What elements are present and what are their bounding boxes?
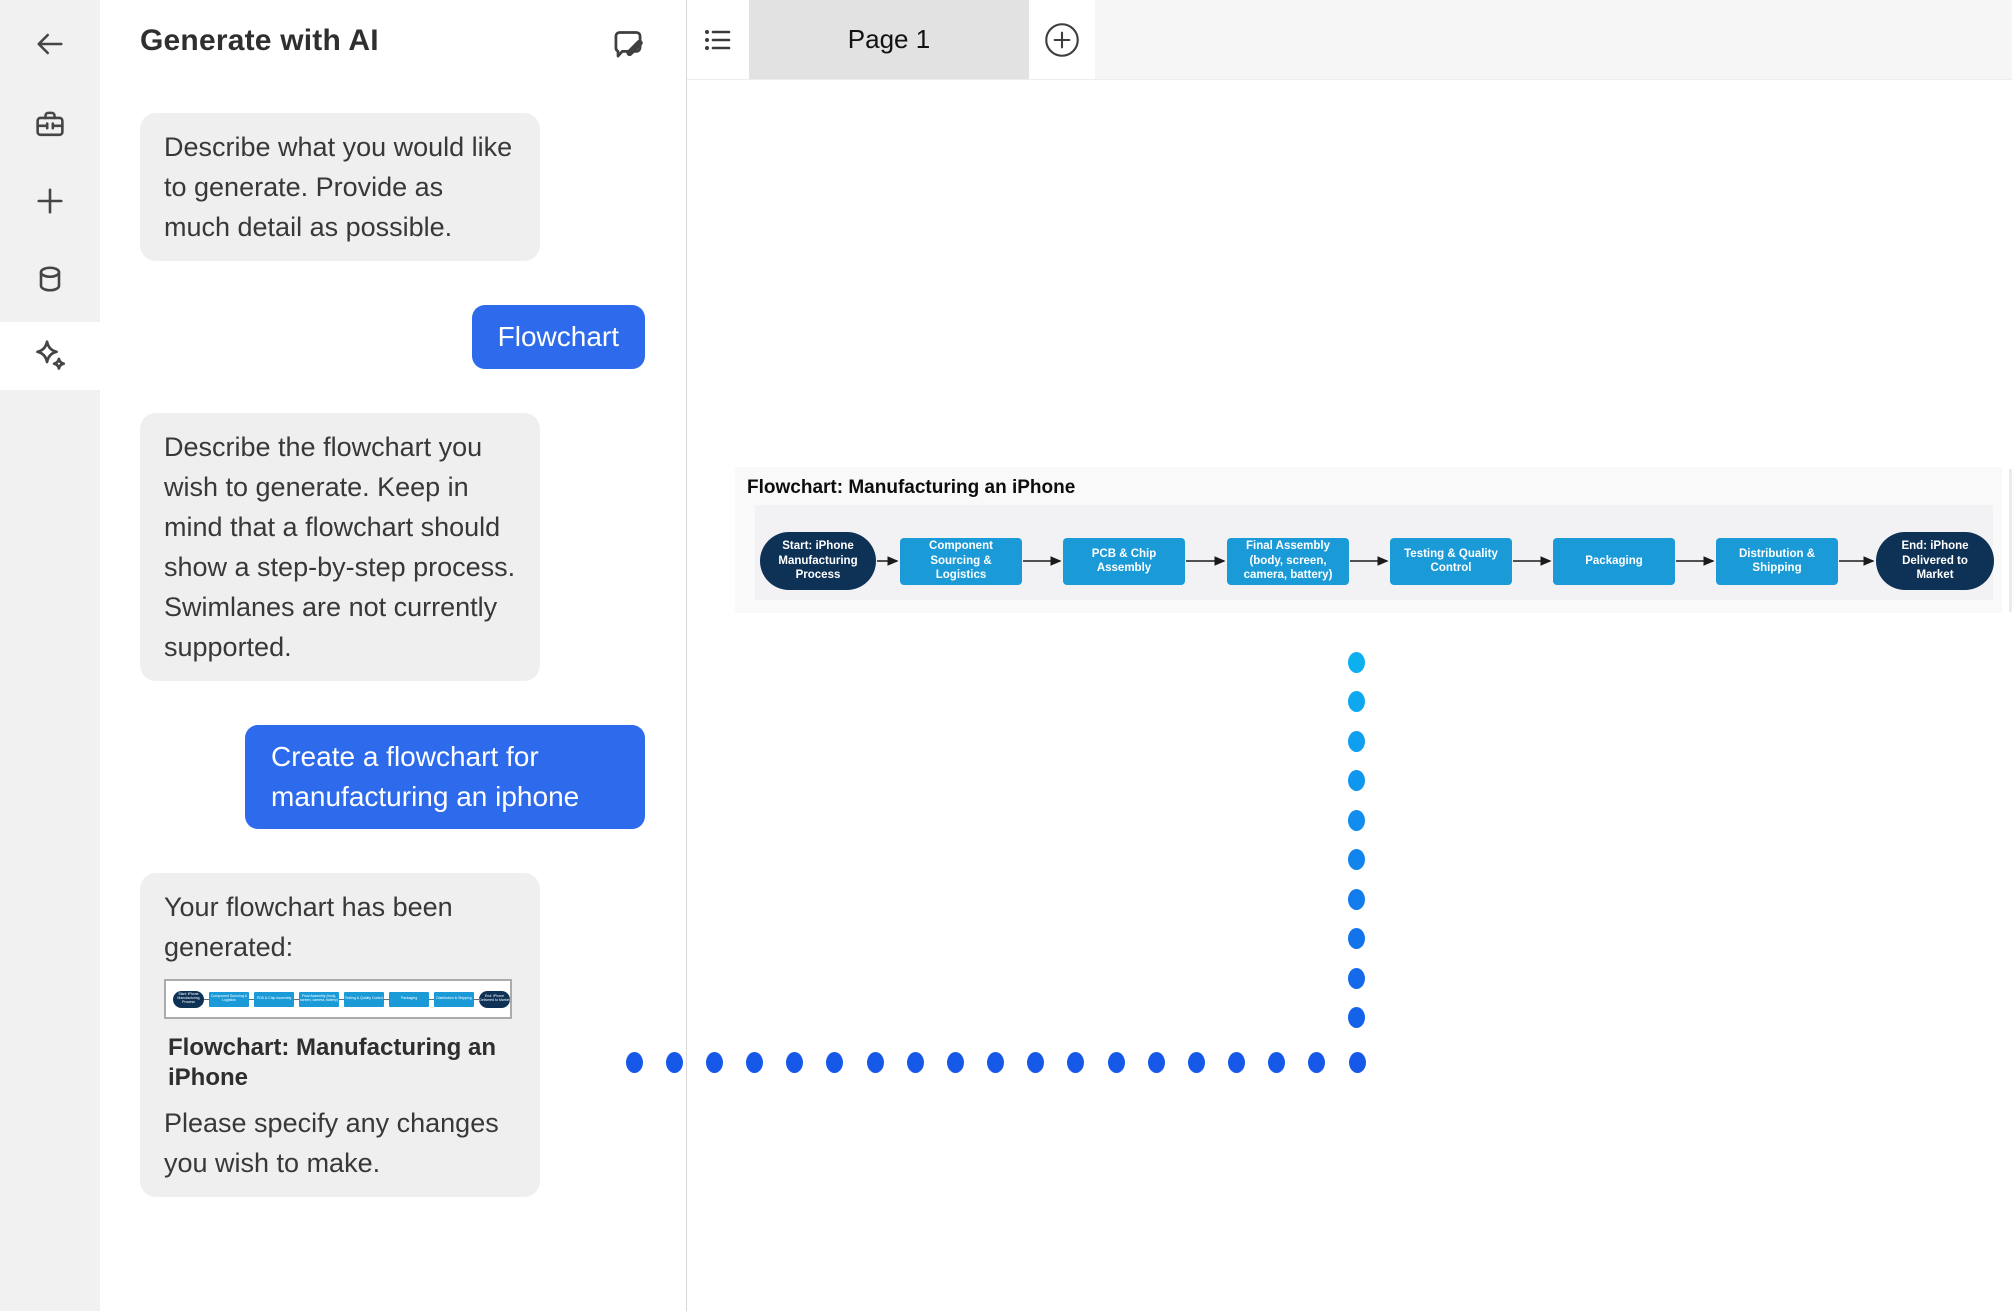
flowchart-node[interactable]: Final Assembly (body, screen, camera, ba… [1227,537,1349,585]
loading-dot [1268,1051,1286,1073]
mini-flowchart-node: End: iPhone Delivered to Market [479,990,510,1008]
mini-connector [339,998,344,1000]
mini-connector [384,998,389,1000]
assistant-message: Describe the flowchart you wish to gener… [140,413,540,681]
page-list-button[interactable] [687,0,749,79]
flowchart-node[interactable]: Testing & Quality Control [1390,537,1512,585]
mini-flowchart-node: PCB & Chip Assembly [254,991,294,1007]
panel-title: Generate with AI [140,24,379,57]
loading-dot [1347,651,1365,673]
flowchart-node[interactable]: Component Sourcing & Logistics [900,537,1022,585]
loading-dot [1067,1051,1085,1073]
flowchart-node[interactable]: End: iPhone Delivered to Market [1876,532,1994,590]
loading-dot [1347,770,1365,791]
tab-page-1[interactable]: Page 1 [749,0,1029,79]
database-icon [39,266,61,292]
loading-dot [1347,888,1365,910]
loading-dot [1228,1051,1246,1073]
mini-flowchart-node: Distribution & Shipping [434,991,474,1007]
loading-dot [746,1051,763,1073]
flowchart-node[interactable]: PCB & Chip Assembly [1063,537,1185,585]
loading-dot [1348,1051,1366,1073]
tab-page-1-label: Page 1 [847,24,931,54]
mini-flowchart-node: Packaging [389,991,429,1007]
loading-dot [1347,730,1365,752]
offscreen-object-edge [2009,469,2012,612]
loading-dot [1347,691,1365,712]
ai-panel-header: Generate with AI [100,0,686,66]
mini-connector [474,998,479,1000]
loading-dot [625,1051,643,1073]
toolbox-icon [36,111,64,137]
flowchart-thumbnail-caption: Flowchart: Manufacturing an iPhone [168,1034,497,1091]
loading-dot [866,1051,884,1073]
ai-sparkles-icon [36,340,66,370]
loading-dot [946,1051,964,1073]
mini-flowchart-node: Component Sourcing & Logistics [209,991,249,1007]
chat-thread: Describe what you would like to generate… [100,66,686,1197]
panel-canvas-divider [686,0,687,1311]
mini-flowchart-node: Final Assembly (body, screen, camera, ba… [299,991,339,1007]
loading-dot [1347,967,1365,989]
add-shape-button[interactable] [0,167,100,235]
mini-flowchart-node: Start: iPhone Manufacturing Process [173,990,204,1008]
loading-dot [987,1051,1005,1073]
flowchart-thumbnail: Start: iPhone Manufacturing Process Compo… [164,979,512,1019]
plus-icon [37,188,63,214]
compose-note-icon [614,31,643,58]
loading-dot [1027,1051,1045,1073]
loading-dot [1107,1051,1125,1073]
ai-panel: Generate with AI Describe what you would… [100,0,686,1311]
mini-flowchart-node: Testing & Quality Control [344,991,384,1007]
mini-connector [249,998,254,1000]
page-list-icon [705,29,731,50]
loading-dot [826,1051,844,1073]
left-icon-rail [0,0,100,1311]
loading-dot [1147,1051,1165,1073]
flowchart-title: Flowchart: Manufacturing an iPhone [747,477,1076,498]
loading-dot [1187,1051,1205,1073]
result-outro-text: Please specify any changes you wish to m… [164,1108,499,1178]
flowchart-node[interactable]: Packaging [1553,537,1675,585]
result-intro-text: Your flowchart has been generated: [164,892,453,962]
loading-dot [906,1051,924,1073]
loading-dot [1308,1051,1326,1073]
back-arrow-icon [37,33,63,55]
add-page-icon [1045,22,1079,57]
assistant-message-result: Your flowchart has been generated: Start… [140,873,540,1197]
loading-dot [705,1051,723,1073]
loading-dot [1347,928,1365,949]
page-tab-bar: Page 1 [687,0,2012,80]
mini-connector [294,998,299,1000]
flowchart-node[interactable]: Start: iPhone Manufacturing Process [760,532,876,590]
add-page-button[interactable] [1029,0,1095,79]
loading-dot [1347,809,1365,831]
shapes-toolbox-button[interactable] [0,89,100,157]
loading-dot [786,1051,804,1073]
flowchart-node[interactable]: Distribution & Shipping [1716,537,1838,585]
generate-with-ai-button[interactable] [0,322,100,390]
loading-dot [1347,849,1365,870]
mini-connector [429,998,434,1000]
mini-connector [204,998,209,1000]
flowchart-object[interactable]: Flowchart: Manufacturing an iPhone Start… [735,467,2002,613]
back-button[interactable] [0,10,100,78]
data-button[interactable] [0,245,100,313]
loading-dot [665,1051,683,1073]
assistant-message: Describe what you would like to generate… [140,113,540,261]
loading-dot [1347,1007,1365,1028]
user-message-flowchart: Flowchart [471,305,645,369]
compose-note-button[interactable] [606,22,650,66]
user-message-prompt: Create a flowchart for manufacturing an … [245,725,645,829]
